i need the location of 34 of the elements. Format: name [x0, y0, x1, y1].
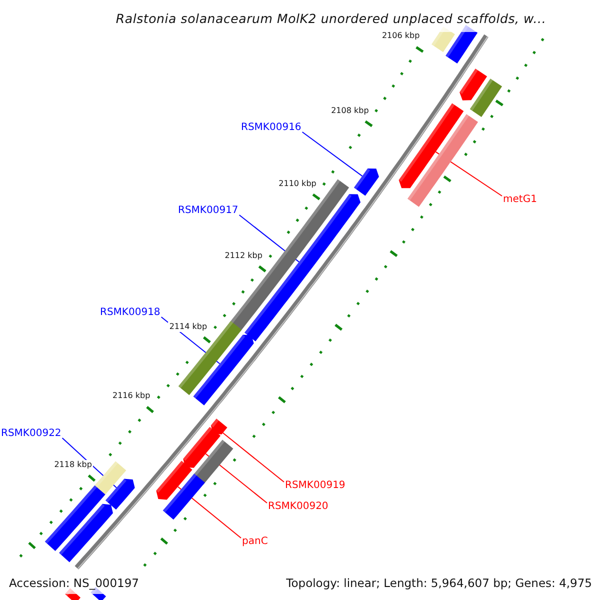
gene-bar [192, 440, 234, 485]
gene-bar [44, 485, 106, 552]
gene-bar [398, 103, 464, 188]
scale-label: 2108 kbp [330, 106, 370, 116]
gene-bar [407, 114, 478, 207]
gene-bar [460, 68, 488, 100]
scale-label: 2110 kbp [278, 178, 318, 189]
gene-bar [470, 78, 502, 118]
gene-label: RSMK00917 [178, 205, 238, 217]
gene-bar [183, 426, 221, 468]
gene-label: RSMK00919 [285, 480, 346, 492]
accession-text: Accession: NS_000197 [9, 576, 139, 590]
gene-bar [162, 474, 205, 520]
scale-label: 2106 kbp [380, 31, 421, 42]
gene-bar [105, 478, 135, 510]
gene-label: RSMK00920 [268, 501, 328, 513]
gene-label: metG1 [503, 194, 537, 206]
gene-bar [210, 418, 228, 434]
gene-bar [59, 504, 113, 562]
leader-line [302, 132, 363, 177]
gene-label: RSMK00922 [1, 428, 62, 440]
genome-summary-text: Topology: linear; Length: 5,964,607 bp; Genes: 4,975 [286, 576, 592, 590]
leader-line [222, 432, 284, 482]
gene-bar [244, 194, 361, 342]
scale-label: 2114 kbp [168, 322, 208, 332]
gene-label: RSMK00918 [100, 307, 160, 319]
gene-bar [156, 460, 192, 500]
gene-label: RSMK00916 [241, 122, 302, 134]
gene-bar [193, 334, 254, 406]
scale-label: 2112 kbp [224, 250, 264, 261]
scale-label: 2118 kbp [53, 460, 93, 470]
gene-label: panC [242, 536, 268, 548]
gene-bar [354, 168, 379, 196]
scale-label: 2116 kbp [111, 391, 152, 402]
